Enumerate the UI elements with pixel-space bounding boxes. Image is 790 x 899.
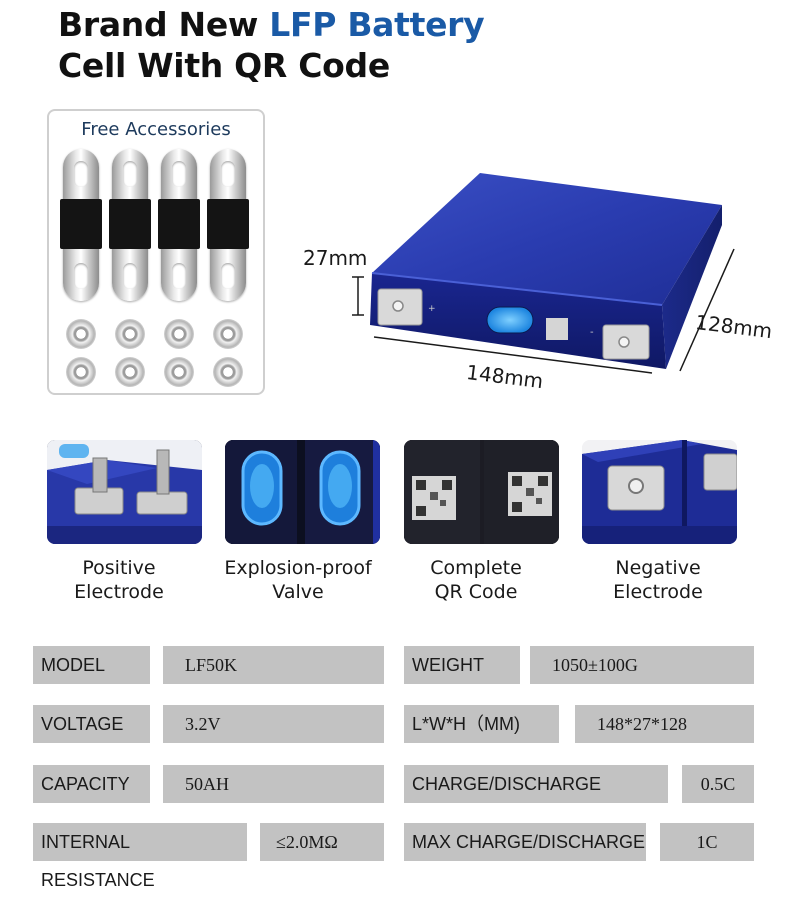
spec-lwh-value: 148*27*128	[575, 705, 754, 743]
spec-resistance-value: ≤2.0MΩ	[260, 823, 384, 861]
spec-charge-value: 0.5C	[682, 765, 754, 803]
negative-electrode-image	[582, 440, 737, 544]
spec-charge-label: CHARGE/DISCHARGE	[404, 765, 668, 803]
spec-maxcharge-value: 1C	[660, 823, 754, 861]
spec-weight-label: WEIGHT	[404, 646, 520, 684]
explosion-proof-valve-image	[225, 440, 380, 544]
accessories-panel: Free Accessories	[47, 109, 265, 395]
spec-capacity-value: 50AH	[163, 765, 384, 803]
title-line-2: Cell With QR Code	[58, 46, 390, 85]
washer-icon	[66, 319, 96, 349]
height-dimension-label: 27mm	[303, 246, 368, 270]
washer-icon	[164, 357, 194, 387]
washer-icon	[164, 319, 194, 349]
qr-code-image	[404, 440, 559, 544]
washer-icon	[213, 357, 243, 387]
svg-text:-: -	[590, 327, 594, 338]
spec-resistance-label: INTERNAL RESISTANCE	[33, 823, 247, 890]
svg-text:+: +	[428, 304, 436, 314]
page-title: Brand New LFP Battery Cell With QR Code	[58, 4, 485, 86]
spec-weight-value: 1050±100G	[530, 646, 754, 684]
washer-icon	[66, 357, 96, 387]
busbar-icon	[158, 149, 200, 301]
positive-electrode-image	[47, 440, 202, 544]
busbar-icon	[109, 149, 151, 301]
battery-cell-image: + -	[352, 173, 735, 374]
spec-voltage-label: VOLTAGE	[33, 705, 150, 743]
busbar-icon	[207, 149, 249, 301]
title-line-1: Brand New LFP Battery	[58, 4, 485, 45]
busbar-icon	[60, 149, 102, 301]
spec-capacity-label: CAPACITY	[33, 765, 150, 803]
washer-icon	[213, 319, 243, 349]
title-prefix: Brand New	[58, 5, 270, 44]
spec-maxcharge-label: MAX CHARGE/DISCHARGE	[404, 823, 646, 861]
spec-model-label: MODEL	[33, 646, 150, 684]
washer-icon	[115, 319, 145, 349]
spec-model-value: LF50K	[163, 646, 384, 684]
spec-voltage-value: 3.2V	[163, 705, 384, 743]
accessories-label: Free Accessories	[81, 119, 231, 140]
washer-icon	[115, 357, 145, 387]
spec-lwh-label: L*W*H（MM)	[404, 705, 559, 743]
title-accent: LFP Battery	[269, 5, 485, 44]
